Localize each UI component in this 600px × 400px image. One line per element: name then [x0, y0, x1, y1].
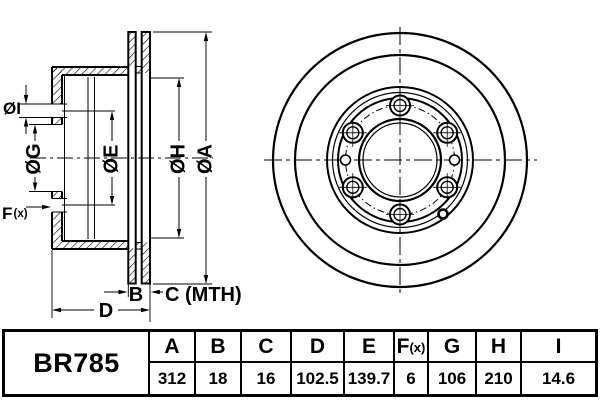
dimensions-table: BR785 A B C D E F(x) G H I 312 18 16 102… — [2, 329, 598, 397]
dim-dia-i: ØI — [3, 85, 29, 134]
value-d: 102.5 — [290, 363, 343, 394]
dim-label-f-sub: (x) — [14, 208, 28, 220]
hatch-fill — [141, 242, 150, 284]
col-header-f-sub: (x) — [409, 340, 426, 355]
dim-label-dia-g: ØG — [23, 143, 45, 174]
col-header-f-main: F — [396, 334, 410, 358]
value-f: 6 — [393, 363, 427, 394]
center-bore-circle — [357, 117, 443, 203]
value-g: 106 — [427, 363, 475, 394]
dim-label-d: D — [99, 300, 113, 322]
locating-hole — [437, 208, 449, 220]
part-number: BR785 — [33, 347, 120, 378]
hatch-fill — [52, 191, 62, 199]
hatch-fill — [52, 117, 62, 125]
col-header-d: D — [290, 332, 343, 363]
section-view: ØI ØG ØE ØH — [2, 31, 242, 322]
col-header-c: C — [240, 332, 290, 363]
dim-label-dia-a: ØA — [195, 144, 217, 174]
col-header-e: E — [343, 332, 393, 363]
bolt-hole-top — [386, 91, 414, 120]
dim-dia-h: ØH — [150, 77, 190, 239]
value-c: 16 — [240, 363, 290, 394]
side-hole-left — [339, 154, 352, 166]
col-header-f: F(x) — [393, 332, 427, 363]
value-e: 139.7 — [343, 363, 393, 394]
col-header-g: G — [427, 332, 475, 363]
hatch-fill — [128, 32, 136, 67]
hatch-fill — [128, 248, 136, 284]
dim-d: D — [51, 250, 150, 322]
hatch-fill — [52, 67, 62, 104]
section-hatching — [52, 32, 150, 284]
bolt-hole-upper-left — [338, 118, 367, 147]
bolt-hole-lower-left — [338, 173, 367, 202]
dim-f: F (x) — [2, 204, 51, 223]
technical-drawing: ØI ØG ØE ØH — [2, 27, 537, 322]
dim-label-c-mth: C (MTH) — [165, 284, 242, 306]
front-view — [264, 27, 537, 294]
bolt-hole-lower-right — [433, 173, 462, 202]
bolt-hole-bottom — [386, 200, 414, 229]
col-header-i: I — [520, 332, 595, 363]
dim-label-dia-e: ØE — [101, 145, 123, 174]
dim-label-dia-i: ØI — [3, 99, 21, 118]
hatch-fill — [52, 67, 129, 75]
hatch-fill — [52, 212, 62, 241]
col-header-b: B — [194, 332, 240, 363]
dim-b-c: B C (MTH) — [104, 284, 242, 322]
dim-dia-e: ØE — [101, 111, 123, 205]
value-a: 312 — [148, 363, 194, 394]
value-b: 18 — [194, 363, 240, 394]
side-hole-right — [448, 154, 461, 166]
value-h: 210 — [475, 363, 520, 394]
center-bore-chamfer-circle — [362, 122, 438, 198]
bolt-hole-upper-right — [433, 118, 462, 147]
dim-label-dia-h: ØH — [168, 144, 190, 174]
col-header-h: H — [475, 332, 520, 363]
hatch-fill — [141, 32, 150, 73]
dim-dia-g: ØG — [23, 124, 45, 192]
dim-label-b: B — [129, 284, 143, 306]
hatch-fill — [52, 241, 129, 249]
value-i: 14.6 — [520, 363, 595, 394]
dim-label-f: F — [2, 204, 12, 223]
dim-dia-a: ØA — [153, 31, 217, 285]
col-header-a: A — [148, 332, 194, 363]
